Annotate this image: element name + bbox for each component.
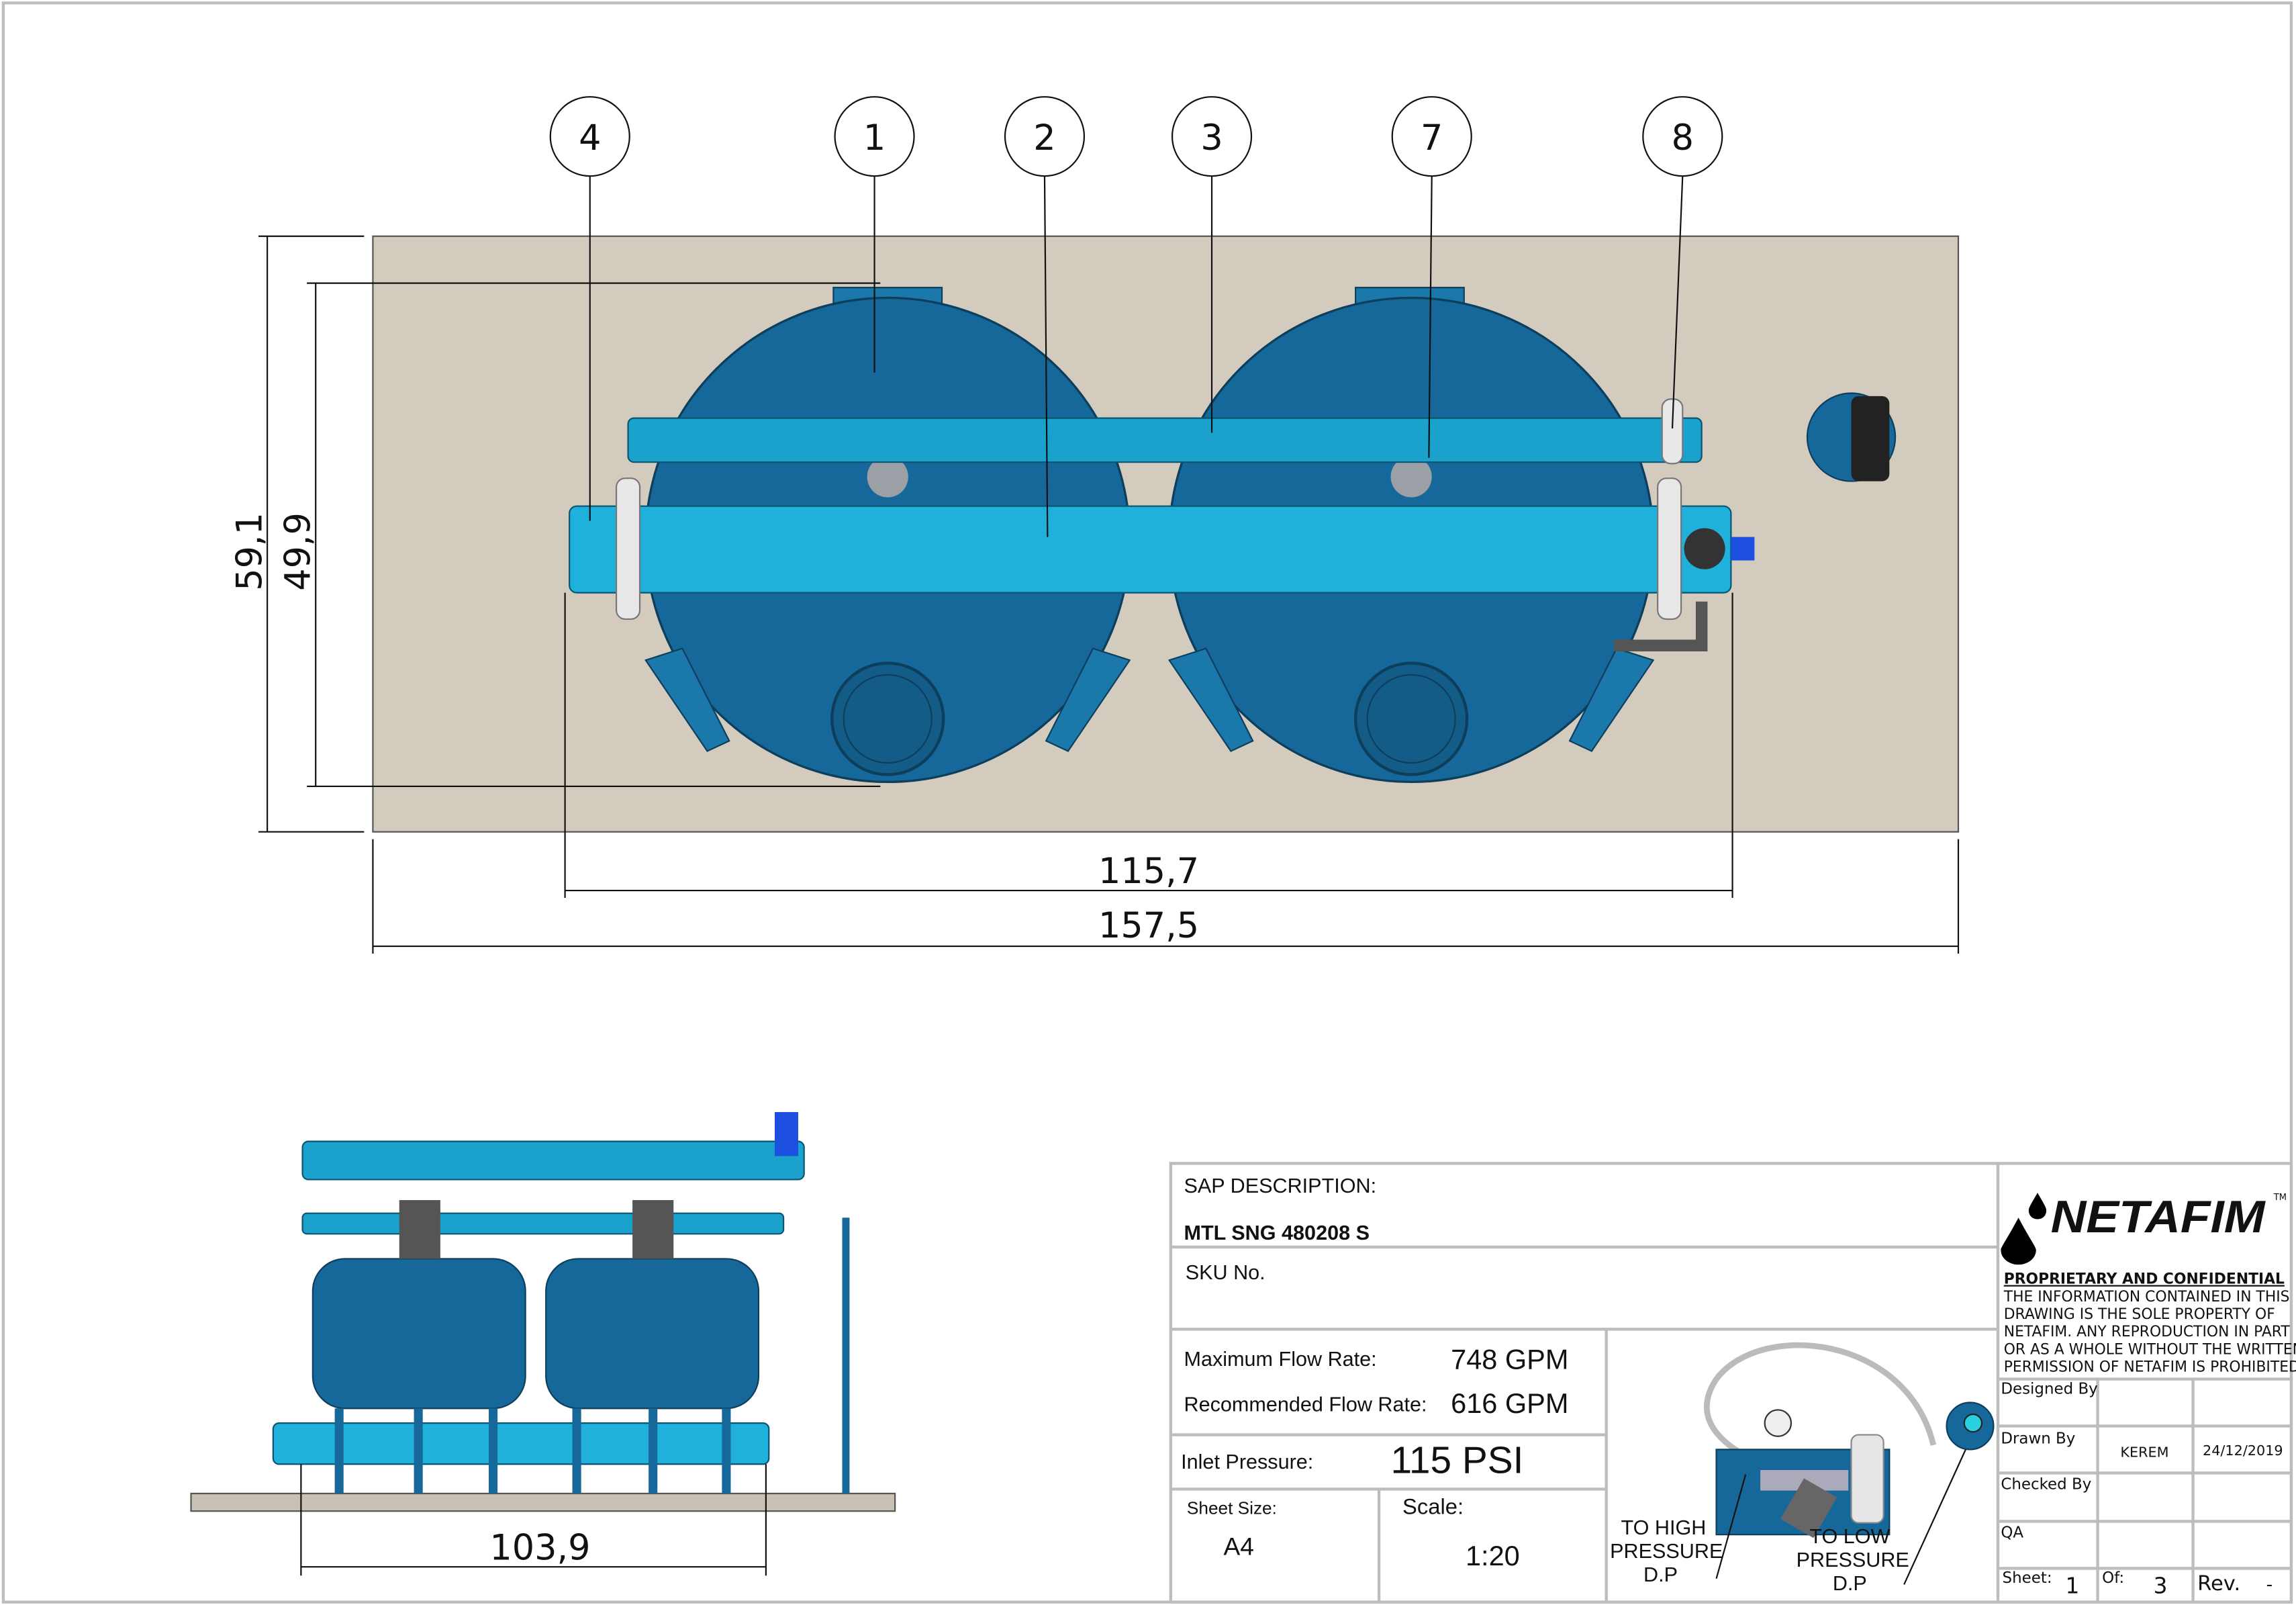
max-flow-label: Maximum Flow Rate:	[1184, 1348, 1377, 1371]
checked-by-label: Checked By	[2001, 1475, 2091, 1493]
dp-low-line-2: PRESSURE	[1797, 1549, 1909, 1571]
title-block: SAP DESCRIPTION: MTL SNG 480208 S SKU No…	[1169, 1162, 2296, 1604]
sap-label: SAP DESCRIPTION:	[1184, 1175, 1377, 1197]
balloon-2: 2	[1004, 96, 1086, 537]
side-view: 103,9	[190, 1111, 896, 1576]
inlet-value: 115 PSI	[1391, 1439, 1524, 1481]
confidential-line: THE INFORMATION CONTAINED IN THIS	[2003, 1289, 2290, 1305]
svg-text:4: 4	[579, 118, 601, 158]
netafim-logo: NETAFIM TM	[2001, 1192, 2287, 1265]
of-label: Of:	[2102, 1569, 2124, 1587]
rec-flow-value: 616 GPM	[1451, 1387, 1568, 1419]
balloon-4: 4	[549, 96, 630, 521]
designed-by-label: Designed By	[2001, 1380, 2097, 1397]
valve	[1684, 528, 1725, 569]
confidential-title: PROPRIETARY AND CONFIDENTIAL	[2004, 1271, 2285, 1288]
sap-value: MTL SNG 480208 S	[1184, 1222, 1370, 1244]
inlet-label: Inlet Pressure:	[1181, 1451, 1313, 1473]
balloons: 4 1 2 3 7 8	[549, 96, 1723, 537]
drawn-by-label: Drawn By	[2001, 1430, 2075, 1448]
dim-tank-depth: 49,9	[277, 512, 318, 591]
dim-side-width: 103,9	[489, 1527, 590, 1568]
balloon-1: 1	[834, 96, 915, 373]
confidential-line: PERMISSION OF NETAFIM IS PROHIBITED	[2004, 1359, 2296, 1376]
pipe-2	[569, 505, 1732, 594]
balloon-8: 8	[1642, 96, 1723, 428]
logo-wordmark: NETAFIM	[2051, 1192, 2266, 1242]
drawn-by-value: KEREM	[2120, 1444, 2168, 1460]
balloon-3: 3	[1171, 96, 1253, 433]
dp-high-line-2: PRESSURE	[1610, 1540, 1723, 1563]
qa-label: QA	[2001, 1524, 2023, 1542]
dp-high-line-1: TO HIGH	[1621, 1516, 1706, 1539]
dp-high-line-3: D.P	[1643, 1563, 1678, 1586]
sheet-size-label: Sheet Size:	[1187, 1498, 1277, 1518]
dim-overall-width: 157,5	[1098, 905, 1199, 946]
sku-label: SKU No.	[1186, 1261, 1265, 1284]
dimensions: 59,1 49,9 115,7 157,5	[229, 235, 1960, 954]
confidential-line: NETAFIM. ANY REPRODUCTION IN PART	[2004, 1324, 2291, 1340]
scale-label: Scale:	[1402, 1494, 1464, 1519]
dim-filter-width: 115,7	[1098, 851, 1199, 892]
svg-text:2: 2	[1033, 118, 1055, 158]
balloon-7: 7	[1391, 96, 1472, 458]
sheet-size-value: A4	[1224, 1532, 1254, 1561]
sheet-label: Sheet:	[2003, 1569, 2052, 1587]
svg-text:3: 3	[1200, 118, 1223, 158]
rec-flow-label: Recommended Flow Rate:	[1184, 1393, 1427, 1416]
max-flow-value: 748 GPM	[1451, 1343, 1568, 1375]
rev-value: -	[2266, 1575, 2273, 1595]
dim-overall-depth: 59,1	[229, 512, 270, 591]
rev-label: Rev.	[2197, 1572, 2240, 1596]
top-view	[372, 235, 1960, 833]
dp-low-line-3: D.P	[1833, 1572, 1867, 1595]
sheet-value: 1	[2065, 1573, 2079, 1599]
drawn-date: 24/12/2019	[2203, 1442, 2283, 1459]
logo-tm: TM	[2273, 1193, 2287, 1203]
dp-illustration: TO HIGH PRESSURE D.P TO LOW PRESSURE D.P	[1610, 1342, 1995, 1595]
svg-text:8: 8	[1672, 118, 1694, 158]
of-value: 3	[2154, 1573, 2168, 1599]
dp-low-line-1: TO LOW	[1809, 1525, 1890, 1548]
confidential-line: DRAWING IS THE SOLE PROPERTY OF	[2004, 1306, 2275, 1323]
scale-value: 1:20	[1466, 1540, 1520, 1571]
pipe-3	[627, 417, 1703, 463]
svg-text:1: 1	[863, 118, 886, 158]
svg-text:7: 7	[1421, 118, 1443, 158]
confidential-line: OR AS A WHOLE WITHOUT THE WRITTEN	[2004, 1341, 2296, 1358]
